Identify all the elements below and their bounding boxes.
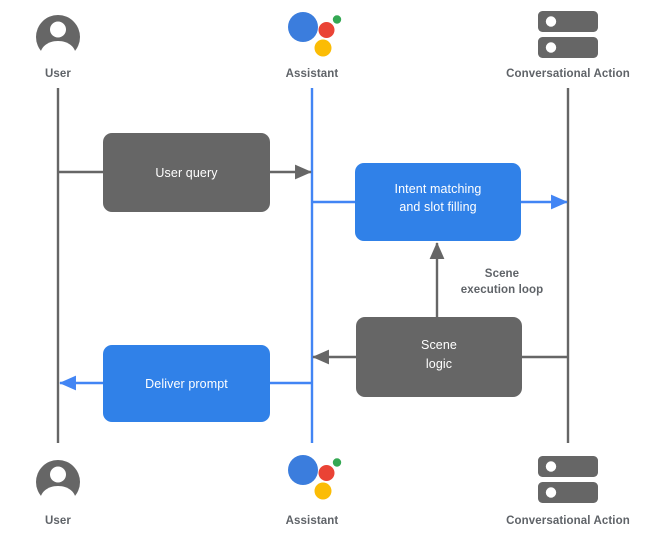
- user-avatar-icon: [36, 15, 80, 62]
- actor-label-assistant-bottom: Assistant: [286, 515, 339, 527]
- step-label-user-query: User query: [155, 166, 218, 180]
- user-avatar-icon: [36, 460, 80, 507]
- step-label-scene-logic-line1: Scene: [421, 338, 457, 352]
- step-label-intent-matching-line1: Intent matching: [395, 182, 482, 196]
- annotation-scene-execution-loop: Scene execution loop: [461, 268, 544, 296]
- actor-label-user-bottom: User: [45, 515, 71, 527]
- server-icon: [538, 11, 598, 58]
- step-label-deliver-prompt: Deliver prompt: [145, 377, 228, 391]
- actor-label-user-top: User: [45, 68, 71, 80]
- flow-connectors: [58, 164, 568, 391]
- step-box-deliver-prompt[interactable]: Deliver prompt: [103, 345, 270, 422]
- step-label-scene-logic-line2: logic: [426, 357, 452, 371]
- step-label-intent-matching-line2: and slot filling: [399, 200, 476, 214]
- server-icon: [538, 456, 598, 503]
- step-box-user-query[interactable]: User query: [103, 133, 270, 212]
- step-box-scene-logic[interactable]: Scene logic: [356, 317, 522, 397]
- annotation-line2: execution loop: [461, 284, 544, 296]
- actor-label-conversational-action-top: Conversational Action: [506, 68, 630, 80]
- google-assistant-icon: [288, 455, 342, 500]
- actor-label-assistant-top: Assistant: [286, 68, 339, 80]
- annotation-line1: Scene: [485, 268, 519, 280]
- actor-label-conversational-action-bottom: Conversational Action: [506, 515, 630, 527]
- step-box-intent-matching[interactable]: Intent matching and slot filling: [355, 163, 521, 241]
- google-assistant-icon: [288, 12, 342, 57]
